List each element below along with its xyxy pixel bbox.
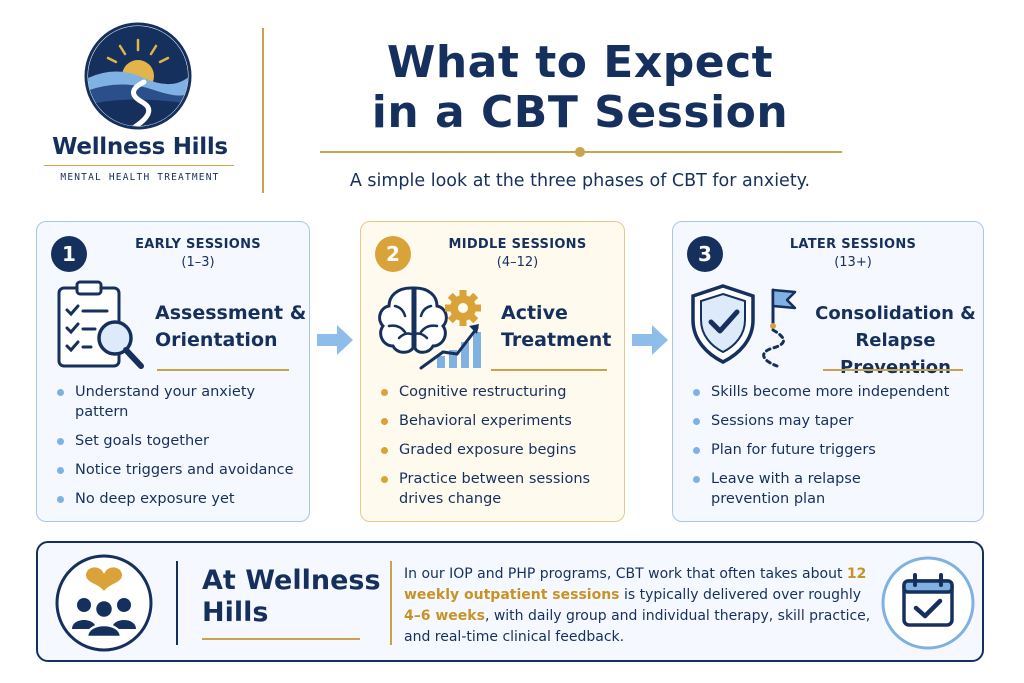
phase-title-line1: Consolidation &	[815, 303, 976, 324]
list-item: Plan for future triggers	[693, 440, 971, 460]
phase-number: 1	[51, 236, 87, 272]
phase-title-line1: Active	[501, 302, 568, 324]
arrow-right-icon	[317, 325, 353, 355]
banner-text-part2: is typically delivered over roughly	[619, 587, 862, 603]
phase-card-later: 3 LATER SESSIONS (13+) Consolidation & R…	[672, 221, 984, 522]
phase-range: (4–12)	[496, 255, 539, 270]
phase-number: 2	[375, 236, 411, 272]
banner-title: At Wellness Hills	[202, 565, 402, 629]
banner-description: In our IOP and PHP programs, CBT work th…	[404, 564, 874, 648]
wellness-hills-banner: At Wellness Hills In our IOP and PHP pro…	[36, 541, 984, 662]
phase-title-underline	[491, 369, 607, 371]
phase-bullet-list: Understand your anxiety pattern Set goal…	[57, 382, 297, 518]
phase-title: Consolidation & Relapse Prevention	[813, 300, 978, 381]
phase-title-underline	[157, 369, 289, 371]
phase-title-line1: Assessment &	[155, 302, 307, 324]
phase-label: LATER SESSIONS	[789, 237, 917, 252]
banner-highlight-weeks: 4–6 weeks	[404, 608, 485, 624]
phase-range: (1–3)	[181, 255, 215, 270]
phase-label: EARLY SESSIONS	[135, 237, 261, 252]
list-item: Notice triggers and avoidance	[57, 460, 297, 480]
phase-title: Assessment & Orientation	[155, 300, 306, 354]
list-item: Understand your anxiety pattern	[57, 382, 297, 422]
brain-gear-growth-icon	[378, 286, 481, 370]
list-item: Skills become more independent	[693, 382, 971, 402]
phase-number: 3	[687, 236, 723, 272]
banner-divider	[176, 561, 178, 645]
brand-logo: Wellness Hills MENTAL HEALTH TREATMENT	[40, 22, 240, 192]
banner-title-line2: Hills	[202, 597, 269, 628]
phase-title-line2: Relapse Prevention	[840, 330, 951, 378]
page-subtitle: A simple look at the three phases of CBT…	[349, 171, 811, 191]
list-item: No deep exposure yet	[57, 489, 297, 509]
phase-bullet-list: Cognitive restructuring Behavioral exper…	[381, 382, 612, 518]
brand-tagline: MENTAL HEALTH TREATMENT	[60, 172, 220, 183]
phase-bullet-list: Skills become more independent Sessions …	[693, 382, 971, 518]
list-item: Cognitive restructuring	[381, 382, 612, 402]
logo-divider	[44, 165, 234, 166]
banner-text-part3: , with daily group and individual therap…	[404, 608, 871, 645]
sunrise-hills-logo-icon	[84, 22, 192, 130]
page-title: What to Expect in a CBT Session	[300, 38, 860, 138]
arrow-right-icon	[632, 325, 668, 355]
phase-card-early: 1 EARLY SESSIONS (1–3) Assessment & Orie…	[36, 221, 310, 522]
brand-name: Wellness Hills	[52, 134, 228, 160]
title-underline-dot	[575, 147, 585, 157]
banner-text-part1: In our IOP and PHP programs, CBT work th…	[404, 566, 847, 582]
list-item: Graded exposure begins	[381, 440, 612, 460]
shield-check-flag-path-icon	[691, 284, 797, 368]
banner-title-underline	[202, 638, 360, 640]
phase-title-line2: Treatment	[501, 329, 612, 351]
phase-range: (13+)	[834, 255, 872, 270]
list-item: Set goals together	[57, 431, 297, 451]
phase-title-line2: Orientation	[155, 329, 278, 351]
phase-label: MIDDLE SESSIONS	[448, 237, 587, 252]
list-item: Sessions may taper	[693, 411, 971, 431]
calendar-check-icon	[881, 556, 975, 650]
phase-card-middle: 2 MIDDLE SESSIONS (4–12) Ac	[360, 221, 625, 522]
banner-text-divider	[390, 561, 392, 645]
phase-title-underline	[823, 369, 963, 371]
header-divider	[262, 28, 264, 193]
banner-title-line1: At Wellness	[202, 565, 381, 596]
list-item: Leave with a relapse prevention plan	[693, 469, 883, 509]
list-item: Behavioral experiments	[381, 411, 612, 431]
clipboard-checklist-magnifier-icon	[57, 280, 144, 369]
banner-highlight-sessions: 12 weekly outpatient sessions	[404, 566, 867, 603]
list-item: Practice between sessions drives change	[381, 469, 591, 509]
page-title-line2: in a CBT Session	[371, 87, 789, 138]
phase-title: Active Treatment	[501, 300, 611, 354]
page-title-line1: What to Expect	[386, 37, 774, 88]
heart-team-icon	[55, 554, 153, 652]
